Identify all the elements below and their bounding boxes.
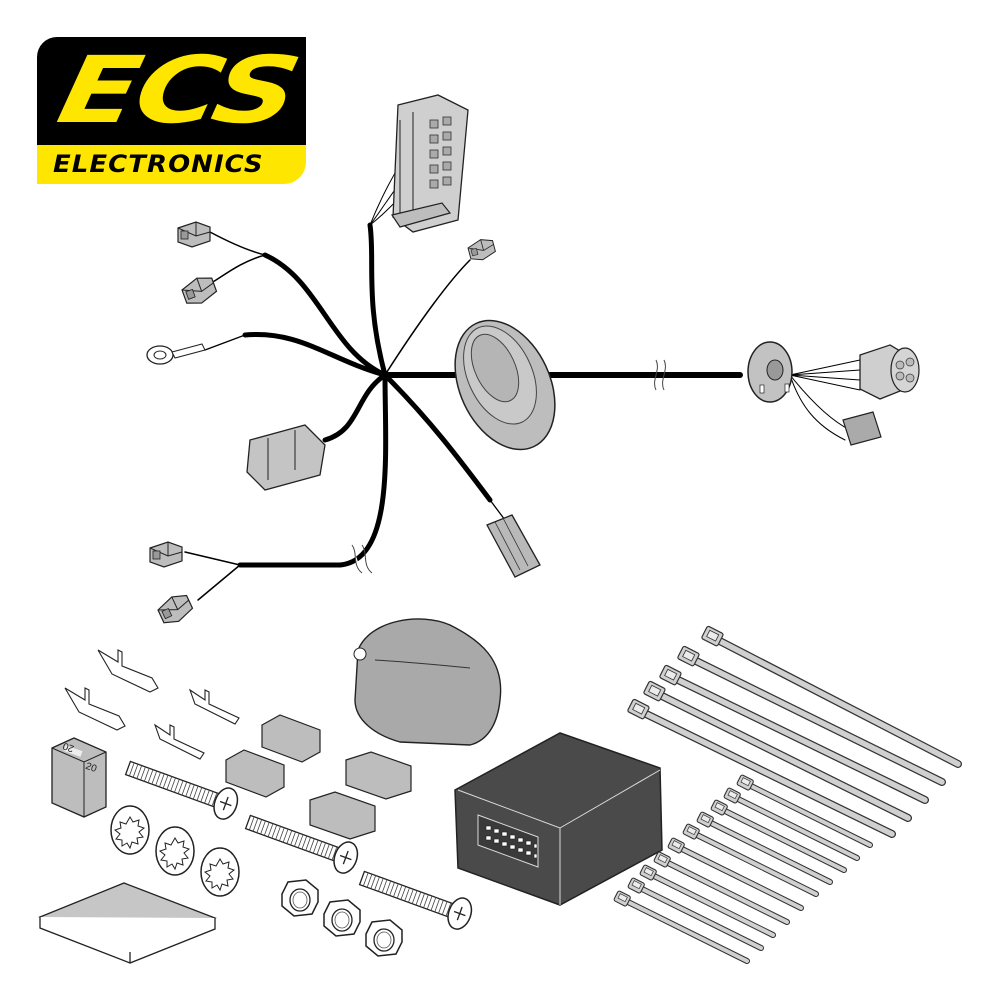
single-connector-top-right [466, 236, 498, 264]
bulb-connector-upper-2 [179, 272, 220, 309]
short-cable-tie [695, 810, 833, 885]
long-cable-tie [642, 680, 912, 822]
logo-black-panel [37, 37, 306, 145]
flat-4-pin-connector [486, 514, 541, 578]
logo-yellow-band [37, 145, 306, 184]
socket-mounting-plate [747, 341, 793, 403]
star-washer-3 [200, 847, 240, 897]
bulb-connector-upper-1 [177, 221, 211, 248]
short-cable-tie [652, 850, 790, 925]
multi-pin-vehicle-connector [246, 424, 326, 491]
short-cable-ties [612, 773, 873, 964]
spade-terminals [64, 649, 240, 760]
long-cable-tie [676, 645, 946, 786]
short-cable-tie [638, 863, 776, 938]
foam-pad [38, 882, 217, 964]
nut-1 [281, 879, 319, 917]
logo-subtitle: ELECTRONICS [53, 150, 264, 178]
short-cable-tie [722, 786, 860, 861]
star-washer-1 [110, 805, 150, 855]
control-module [454, 732, 663, 906]
long-cable-ties [626, 625, 962, 838]
fuse-rating-front: 20 [84, 761, 99, 775]
short-cable-tie [709, 798, 847, 873]
nut-2 [323, 899, 361, 937]
short-cable-tie [612, 889, 750, 964]
long-cable-tie [626, 698, 896, 838]
short-cable-tie [626, 876, 764, 951]
fuse-rating-top: 20 [61, 739, 76, 753]
connector-housings [225, 714, 412, 840]
ecs-electronics-logo: ECS ELECTRONICS [37, 37, 307, 184]
nut-3 [365, 919, 403, 957]
star-washer-2 [155, 826, 195, 876]
long-cable-tie [658, 664, 929, 804]
small-side-connector [842, 411, 882, 446]
ring-earth-terminal [146, 343, 206, 365]
short-cable-tie [681, 822, 819, 897]
long-cable-tie [700, 625, 962, 768]
main-vehicle-connector [391, 94, 469, 233]
rubber-grommet [454, 319, 556, 451]
13-pin-socket-cover [353, 618, 502, 746]
bulb-connector-lower-2 [154, 590, 196, 628]
short-cable-tie [666, 836, 804, 911]
length-break-mark [654, 359, 666, 391]
short-cable-tie [735, 773, 873, 848]
fuse [51, 737, 107, 818]
round-socket-plug [859, 344, 920, 400]
bulb-connector-lower-1 [149, 541, 183, 568]
length-break-mark-lower [351, 544, 373, 574]
